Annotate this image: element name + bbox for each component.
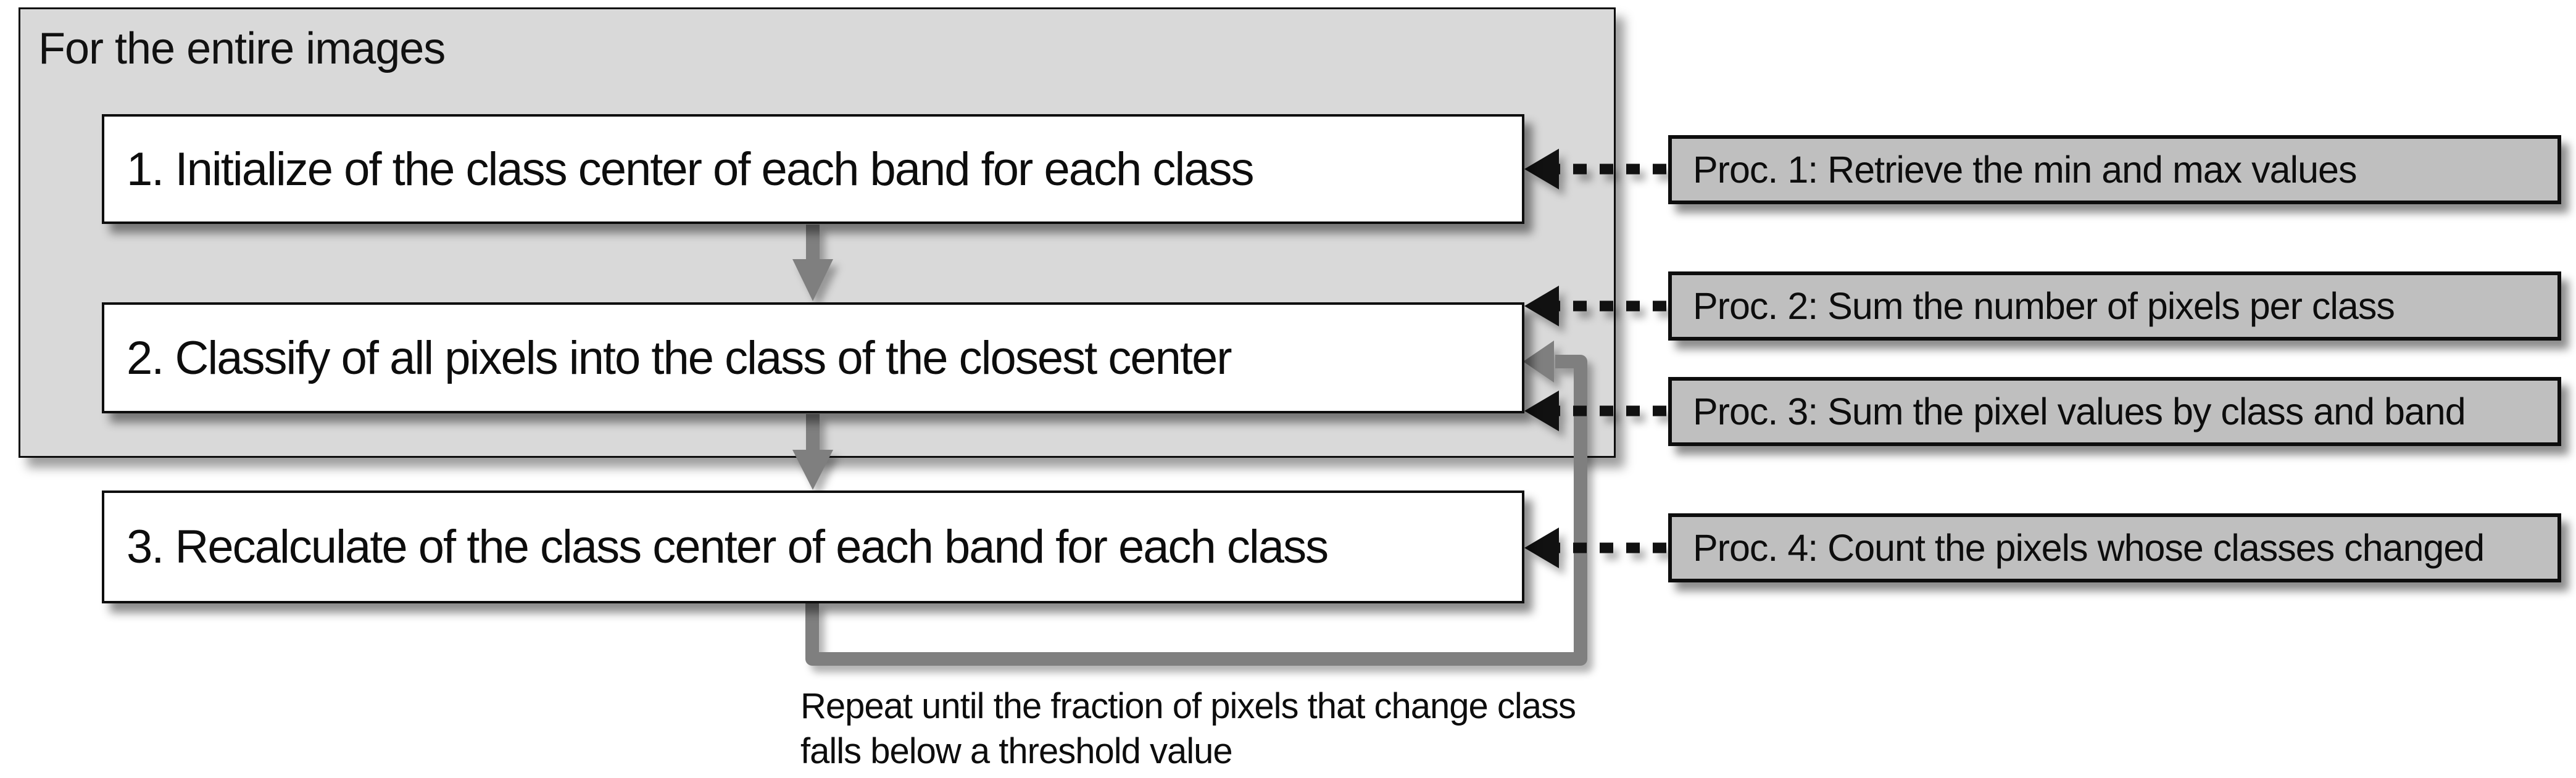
- proc-box-1: Proc. 1: Retrieve the min and max values: [1668, 135, 2561, 204]
- proc-4-label: Proc. 4: Count the pixels whose classes …: [1693, 527, 2485, 569]
- loop-condition-line1: Repeat until the fraction of pixels that…: [800, 686, 1576, 726]
- step-1-label: 1. Initialize of the class center of eac…: [127, 143, 1255, 196]
- container-title: For the entire images: [38, 24, 446, 73]
- step-box-2: 2. Classify of all pixels into the class…: [102, 302, 1524, 413]
- step-box-3: 3. Recalculate of the class center of ea…: [102, 490, 1524, 603]
- proc-1-label: Proc. 1: Retrieve the min and max values: [1693, 149, 2357, 191]
- proc-box-4: Proc. 4: Count the pixels whose classes …: [1668, 513, 2561, 582]
- loop-condition-line2: falls below a threshold value: [800, 731, 1233, 771]
- loop-condition-note: Repeat until the fraction of pixels that…: [800, 684, 1576, 774]
- proc-box-3: Proc. 3: Sum the pixel values by class a…: [1668, 377, 2561, 446]
- step-box-1: 1. Initialize of the class center of eac…: [102, 114, 1524, 224]
- proc-3-label: Proc. 3: Sum the pixel values by class a…: [1693, 391, 2466, 432]
- step-3-label: 3. Recalculate of the class center of ea…: [127, 521, 1329, 573]
- dotted-arrow-proc4-to-step3: [1524, 528, 1666, 568]
- proc-2-label: Proc. 2: Sum the number of pixels per cl…: [1693, 285, 2395, 327]
- proc-box-2: Proc. 2: Sum the number of pixels per cl…: [1668, 271, 2561, 341]
- step-2-label: 2. Classify of all pixels into the class…: [127, 331, 1232, 384]
